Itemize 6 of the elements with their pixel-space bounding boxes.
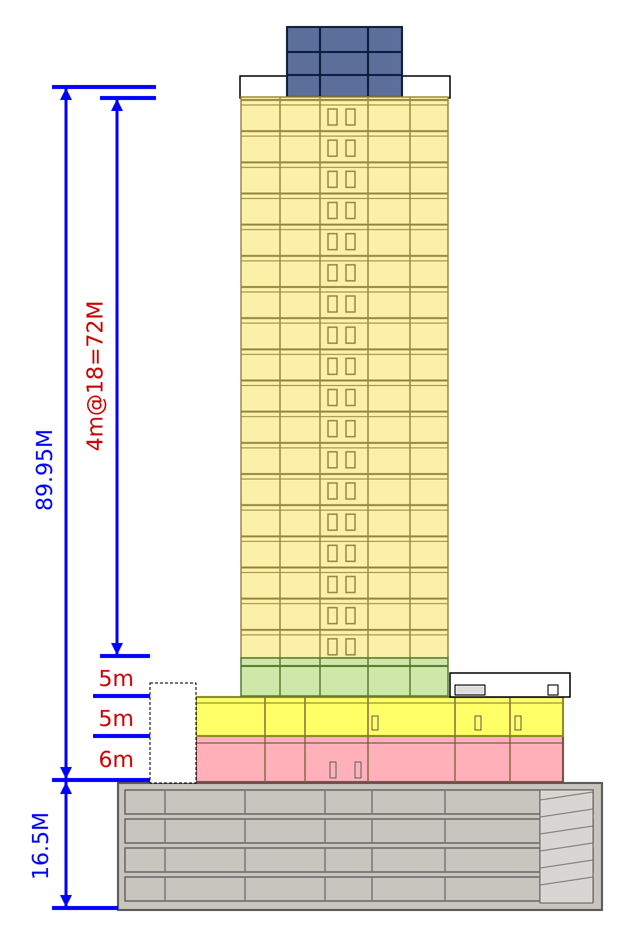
dimension-label: 89.95M <box>34 429 57 511</box>
dimension-label: 5m <box>98 669 134 691</box>
dimension-label: 4m@18=72M <box>84 300 107 452</box>
dimension-label: 6m <box>98 750 134 772</box>
dimension-label: 5m <box>98 709 134 731</box>
dimension-label: 16.5M <box>30 812 53 880</box>
